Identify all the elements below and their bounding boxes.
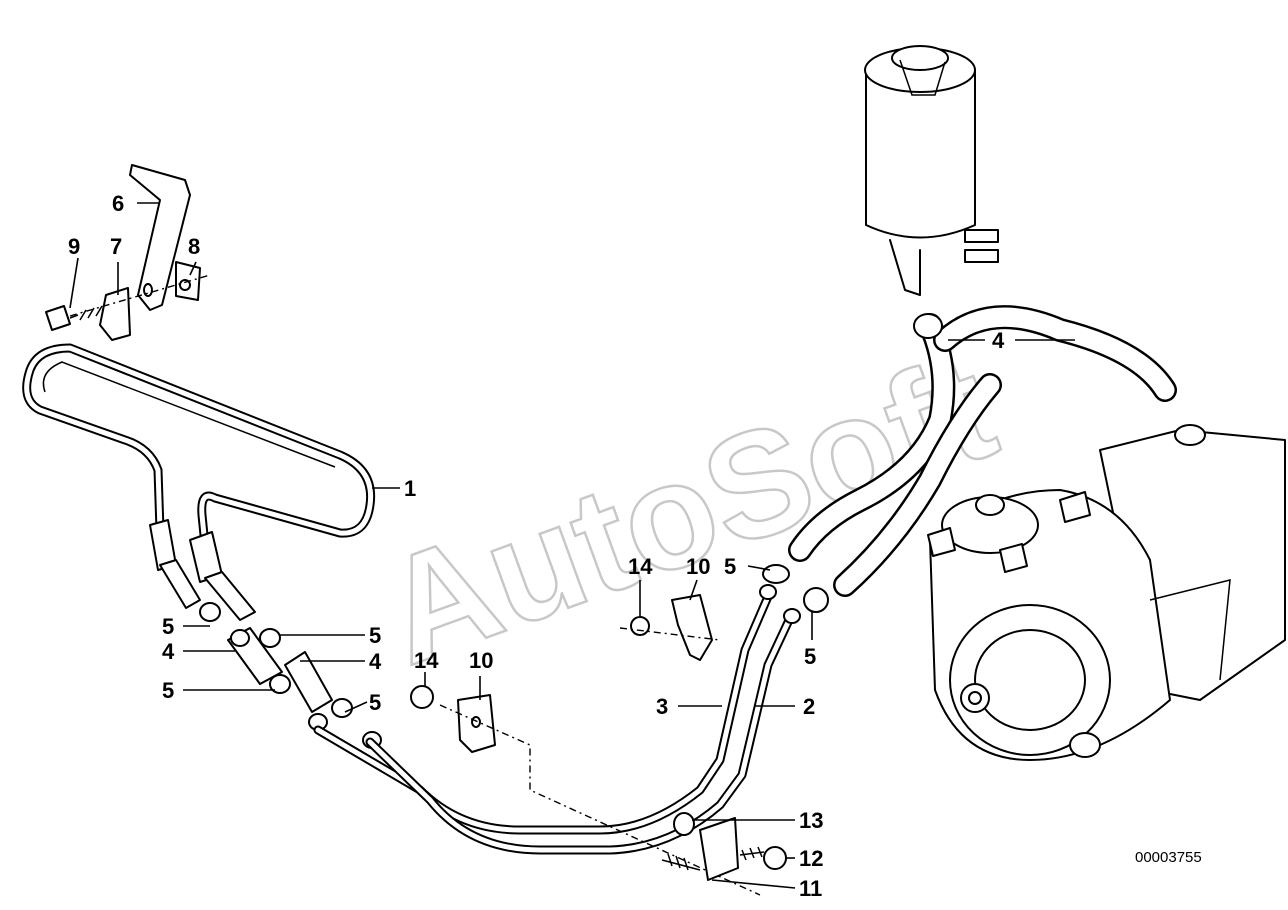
callout-4-left: 4: [162, 639, 175, 664]
large-hoses: [788, 305, 1177, 597]
callout-6: 6: [112, 191, 124, 216]
callout-12: 12: [799, 846, 823, 871]
pipe-end-clamps: [762, 564, 829, 613]
callout-8: 8: [188, 234, 200, 259]
fluid-reservoir: [864, 45, 999, 296]
callout-14-upper: 14: [628, 554, 653, 579]
callout-5-d: 5: [369, 690, 381, 715]
callout-10-lower: 10: [469, 648, 493, 673]
small-hose-cluster: [199, 602, 382, 749]
leader-lines: [69, 202, 1075, 889]
pipe-2-end: [783, 608, 801, 624]
callout-4-hose: 4: [992, 328, 1005, 353]
callout-5-f: 5: [804, 644, 816, 669]
callout-2: 2: [803, 694, 815, 719]
callout-9: 9: [68, 234, 80, 259]
return-pipe-2: [365, 613, 795, 855]
cooling-loop-pipe: [22, 343, 376, 550]
callout-7: 7: [110, 234, 122, 259]
callout-4-right: 4: [369, 649, 382, 674]
callout-1: 1: [404, 476, 416, 501]
diagram-number: 00003755: [1135, 849, 1202, 866]
callout-3: 3: [656, 694, 668, 719]
callout-5-c: 5: [162, 678, 174, 703]
callout-10-upper: 10: [686, 554, 710, 579]
steering-gear-box: [927, 424, 1286, 761]
loop-hose-ends: [149, 519, 256, 621]
callout-11: 11: [799, 876, 822, 901]
bracket-10-lower: [410, 685, 761, 896]
callout-5-e: 5: [724, 554, 736, 579]
callout-14-lower: 14: [414, 648, 439, 673]
callout-13: 13: [799, 808, 823, 833]
bracket-10-upper: [619, 594, 721, 661]
fastener-set: [661, 812, 787, 881]
bracket-assembly: [45, 164, 211, 341]
callout-5-b: 5: [369, 623, 381, 648]
callout-5-a: 5: [162, 614, 174, 639]
pipe-3-end: [759, 584, 777, 600]
